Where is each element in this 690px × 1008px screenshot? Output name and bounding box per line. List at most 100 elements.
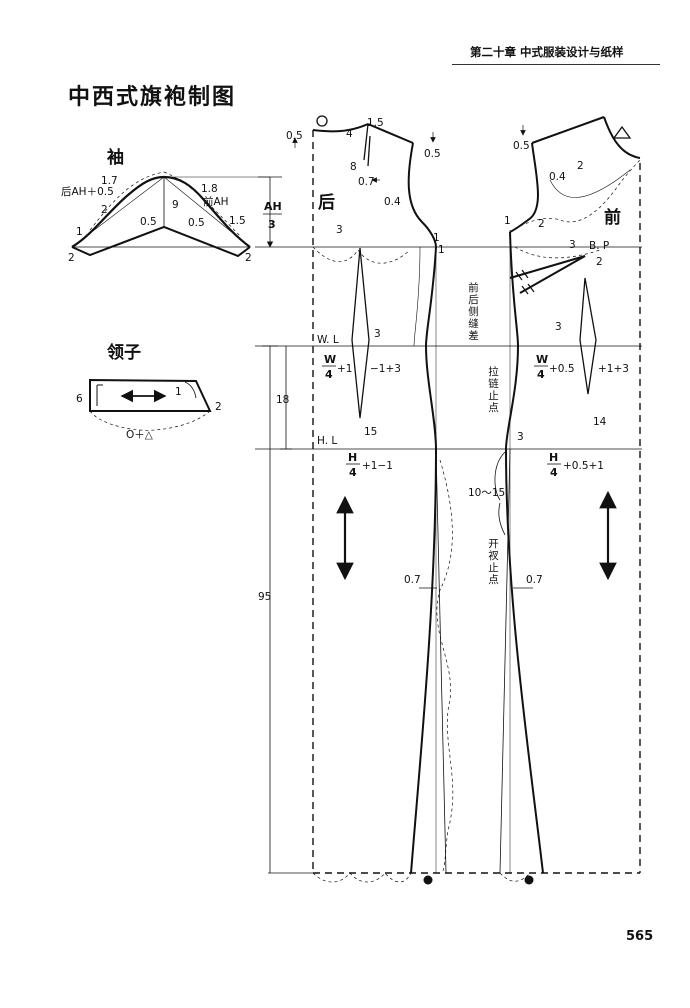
collar-inner-corner	[96, 384, 103, 406]
front-side-2: 2	[538, 218, 545, 230]
back-armhole-0-4: 0.4	[384, 196, 401, 208]
neck-triangle-symbol	[612, 125, 632, 139]
slit-range-label: 10～15	[468, 487, 505, 499]
front-waist-denominator: 4	[537, 368, 545, 381]
back-bodice-label: 后	[318, 193, 335, 213]
back-hip-add: +1−1	[362, 460, 393, 472]
front-dart-notch-1	[515, 269, 529, 281]
front-waist-adjust: +1+3	[598, 363, 629, 375]
front-neck-2: 2	[577, 160, 584, 172]
bust-point-label: B. P	[589, 240, 609, 252]
back-hip-numerator: H	[348, 451, 357, 464]
collar-measurements: 6 1 2 O＋△	[76, 386, 222, 441]
front-hip-add: +0.5+1	[563, 460, 604, 472]
back-skirt-dashed	[436, 459, 454, 874]
collar-m-2: 2	[215, 401, 222, 413]
front-hip-numerator: H	[549, 451, 558, 464]
back-side-seam	[410, 246, 438, 874]
back-neck-1-5: 1.5	[367, 117, 384, 129]
collar-m-6: 6	[76, 393, 83, 405]
neck-circle-symbol	[316, 115, 328, 127]
front-side-alt	[499, 448, 511, 874]
page-number: 565	[626, 929, 654, 944]
front-bodice-label: 前	[604, 208, 621, 228]
front-side-seam	[504, 231, 544, 874]
sleeve-m-0-5-right: 0.5	[188, 217, 205, 229]
back-dart-3: 3	[336, 224, 343, 236]
front-measurements: 0.5 2 0.4 1 2 3 B. P 2 3 W 4 +0.5 +1+3 1…	[468, 140, 629, 586]
back-shoulder-0-5: 0.5	[424, 148, 441, 160]
front-hem-dot	[524, 875, 534, 885]
front-bust-dart-upper	[509, 255, 586, 279]
length-95-label: 95	[258, 591, 271, 603]
front-side-1: 1	[504, 215, 511, 227]
back-side-1b: 1	[438, 244, 445, 256]
sleeve-underarm-line	[71, 225, 251, 258]
front-waist-dart	[579, 277, 597, 395]
front-dart-notch-2	[521, 283, 535, 295]
hip-line-label: H. L	[317, 435, 337, 447]
back-hem-dashed	[312, 872, 412, 883]
sleeve-ah-denominator: 3	[268, 218, 276, 231]
sleeve-measurements: 后AH＋0.5 前AH 1.7 1.8 2 9 0.5 0.5 1.5 1 2 …	[61, 175, 282, 264]
back-waist-add: +1	[337, 363, 352, 375]
sleeve-label: 袖	[107, 148, 124, 168]
slit-range-bracket-top	[494, 451, 506, 501]
sleeve-back-ah-label: 后AH＋0.5	[61, 186, 114, 198]
page-title: 中西式旗袍制图	[68, 85, 237, 110]
back-dart-0-7: 0.7	[358, 176, 375, 188]
front-armhole-0-4: 0.4	[549, 171, 566, 183]
front-bp-3: 3	[569, 239, 576, 251]
sleeve-cap-curve	[71, 175, 251, 248]
front-waist-numerator: W	[536, 353, 548, 366]
collar-length-label: O＋△	[126, 429, 154, 441]
sleeve-m-1-7: 1.7	[101, 175, 118, 187]
sleeve-m-1-5: 1.5	[229, 215, 246, 227]
sleeve-m-2: 2	[101, 204, 108, 216]
back-hem-0-7: 0.7	[404, 574, 421, 586]
chapter-header: 第二十章 中式服装设计与纸样	[470, 45, 624, 59]
back-waist-numerator: W	[324, 353, 336, 366]
back-waist-dart	[351, 247, 370, 419]
back-side-1a: 1	[433, 232, 440, 244]
front-armhole-guide	[549, 169, 631, 198]
front-neckline	[603, 116, 641, 159]
front-chest-dashed	[509, 159, 641, 233]
length-18-label: 18	[276, 394, 289, 406]
waist-line-label: W. L	[317, 334, 339, 346]
back-hem-dot	[423, 875, 433, 885]
front-shoulder-line	[531, 116, 605, 144]
sleeve-m-1-8: 1.8	[201, 183, 218, 195]
front-hip-denominator: 4	[550, 466, 558, 479]
collar-length-dimension	[89, 410, 211, 431]
back-bodice	[292, 115, 454, 883]
back-dart-8: 8	[350, 161, 357, 173]
sleeve-m-2-right: 2	[245, 252, 252, 264]
collar-m-1: 1	[175, 386, 182, 398]
back-neck-0-5: 0.5	[286, 130, 303, 142]
collar-label: 领子	[107, 343, 141, 363]
front-waist-add: +0.5	[549, 363, 575, 375]
collar-draft	[89, 378, 212, 431]
sleeve-ah-numerator: AH	[264, 200, 282, 213]
back-waist-denominator: 4	[325, 368, 333, 381]
back-hip-denominator: 4	[349, 466, 357, 479]
sleeve-draft	[71, 171, 282, 258]
sleeve-m-9: 9	[172, 199, 179, 211]
side-seam-difference-label: 前后侧缝差	[468, 282, 479, 342]
front-bust-dashed	[514, 246, 601, 259]
sleeve-m-0-5-left: 0.5	[140, 216, 157, 228]
back-neck-4: 4	[346, 128, 353, 140]
sleeve-m-1: 1	[76, 226, 83, 238]
front-shoulder-0-5: 0.5	[513, 140, 530, 152]
slit-stop-label: 开衩止点	[488, 538, 499, 586]
front-bust-dart-lower	[519, 255, 586, 294]
bodice-frame	[255, 130, 642, 874]
front-hem-0-7: 0.7	[526, 574, 543, 586]
sleeve-m-2-left: 2	[68, 252, 75, 264]
front-hem-dashed	[499, 872, 531, 882]
back-waist-adjust: −1+3	[370, 363, 401, 375]
back-armhole	[407, 142, 437, 248]
back-shoulder-dart	[363, 123, 371, 167]
